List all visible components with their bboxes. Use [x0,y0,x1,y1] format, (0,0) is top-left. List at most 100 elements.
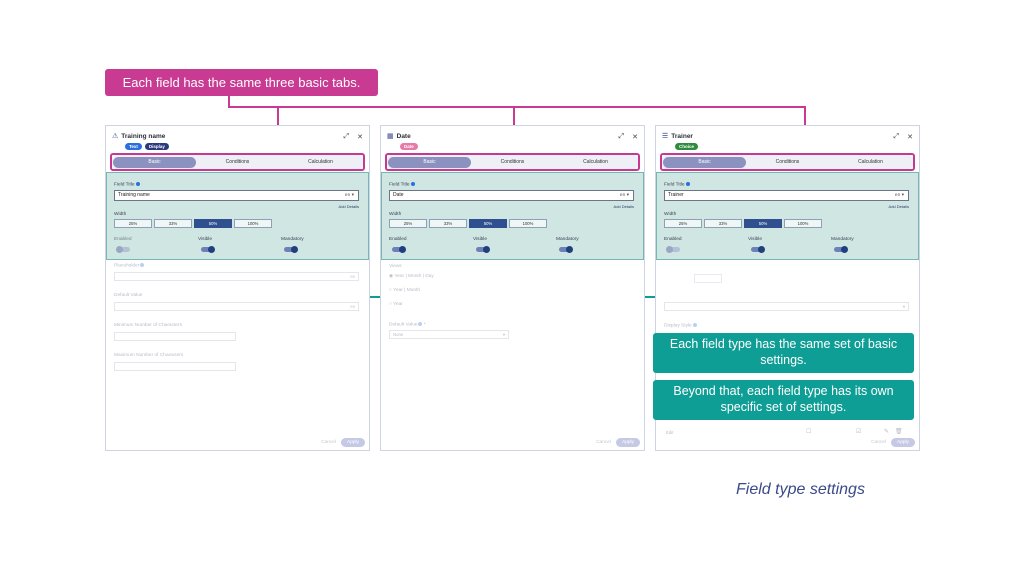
choice-select[interactable]: ▾ [664,302,909,311]
field-panel-training-name: ⚠ Training name Text Display ⤢ ✕ Basic C… [105,125,370,451]
max-chars-label: Maximum Number of Characters [114,353,184,358]
width-25-button[interactable]: 25% [389,219,427,228]
enabled-label: Enabled [114,237,132,242]
visible-toggle[interactable] [751,246,765,253]
width-100-button[interactable]: 100% [784,219,822,228]
close-icon[interactable]: ✕ [907,134,913,141]
width-100-button[interactable]: 100% [234,219,272,228]
width-33-button[interactable]: 33% [704,219,742,228]
tab-calculation[interactable]: Calculation [858,158,883,165]
add-details-link[interactable]: Add Details [888,204,909,209]
calendar-icon: ▦ [387,133,394,140]
field-title-label: Field Title [389,182,415,187]
apply-button[interactable]: Apply [616,438,640,447]
row-checked-checkbox[interactable]: ☑ [856,429,862,435]
mandatory-toggle[interactable] [284,246,298,253]
enabled-toggle[interactable] [116,246,130,253]
info-icon [685,182,690,186]
default-value-input[interactable]: en [114,302,359,311]
close-icon[interactable]: ✕ [357,134,363,141]
tab-calculation[interactable]: Calculation [308,158,333,165]
apply-button[interactable]: Apply [341,438,365,447]
add-details-link[interactable]: Add Details [338,204,359,209]
basic-settings-highlight: Field Title Trainer en ▾ Add Details Wid… [656,172,919,260]
visible-label: Visible [473,237,488,242]
tabs-callout: Each field has the same three basic tabs… [105,69,378,96]
min-chars-input[interactable] [114,332,236,341]
add-details-link[interactable]: Add Details [613,204,634,209]
width-options: 25% 33% 50% 100% [114,219,272,228]
specific-settings-callout: Beyond that, each field type has its own… [653,380,914,420]
type-badges: Text Display [125,143,169,150]
width-33-button[interactable]: 33% [429,219,467,228]
row-checkbox[interactable]: ☐ [806,429,812,435]
field-panel-trainer: ☰ Trainer Choice ⤢ ✕ Basic Conditions Ca… [655,125,920,451]
placeholder-input[interactable]: en [114,272,359,281]
width-100-button[interactable]: 100% [509,219,547,228]
tab-calculation[interactable]: Calculation [583,158,608,165]
width-50-button[interactable]: 50% [744,219,782,228]
width-options: 25% 33% 50% 100% [389,219,547,228]
panel-title: ⚠ Training name [112,132,166,141]
view-option-ym[interactable]: ○ Year | Month [389,288,421,293]
width-25-button[interactable]: 25% [664,219,702,228]
tab-conditions[interactable]: Conditions [775,158,800,165]
choice-option-chip[interactable] [694,274,722,283]
tab-conditions[interactable]: Conditions [500,158,525,165]
visible-toggle[interactable] [476,246,490,253]
language-select[interactable]: en ▾ [344,193,354,198]
enabled-label: Enabled [664,237,682,242]
max-chars-input[interactable] [114,362,236,371]
width-label: Width [389,212,402,217]
basic-settings-callout: Each field type has the same set of basi… [653,333,914,373]
width-25-button[interactable]: 25% [114,219,152,228]
width-33-button[interactable]: 33% [154,219,192,228]
width-50-button[interactable]: 50% [469,219,507,228]
panel-title: ☰ Trainer [662,132,693,141]
mandatory-toggle[interactable] [834,246,848,253]
expand-icon[interactable]: ⤢ [893,133,900,140]
panel-title: ▦ Date [387,132,411,141]
cancel-button[interactable]: Cancel [321,440,336,445]
expand-icon[interactable]: ⤢ [343,133,350,140]
width-50-button[interactable]: 50% [194,219,232,228]
cancel-button[interactable]: Cancel [871,440,886,445]
view-option-y[interactable]: ○ Year [389,302,403,307]
info-icon [410,182,415,186]
mandatory-label: Mandatory [556,237,579,242]
width-options: 25% 33% 50% 100% [664,219,822,228]
cancel-button[interactable]: Cancel [596,440,611,445]
type-badge: Display [144,143,169,150]
close-icon[interactable]: ✕ [632,134,638,141]
language-select[interactable]: en ▾ [894,193,904,198]
tab-basic[interactable]: Basic [113,156,196,168]
tab-basic[interactable]: Basic [663,156,746,168]
tab-conditions[interactable]: Conditions [225,158,250,165]
placeholder-label: Placeholder [114,263,145,268]
tab-basic[interactable]: Basic [388,156,471,168]
text-field-icon: ⚠ [112,133,119,140]
expand-icon[interactable]: ⤢ [618,133,625,140]
panel-tabs: Basic Conditions Calculation [386,154,639,170]
view-option-ymd[interactable]: ◉ Year | Month | Day [389,274,434,279]
edit-icon[interactable]: ✎ [884,429,890,435]
field-title-label: Field Title [114,182,140,187]
type-badges: Date [400,143,418,150]
type-badges: Choice [675,143,699,150]
default-value-select[interactable]: None▾ [389,330,509,339]
apply-button[interactable]: Apply [891,438,915,447]
delete-icon[interactable]: 🗑 [895,429,903,435]
mandatory-toggle[interactable] [559,246,573,253]
field-title-input[interactable]: Training name en ▾ [114,190,359,201]
width-label: Width [664,212,677,217]
visible-toggle[interactable] [201,246,215,253]
field-title-input[interactable]: Trainer en ▾ [664,190,909,201]
language-select[interactable]: en ▾ [619,193,629,198]
display-style-label: Display Style [664,323,697,328]
enabled-toggle[interactable] [666,246,680,253]
option-row-label: Edit [666,430,674,435]
field-title-input[interactable]: Date en ▾ [389,190,634,201]
enabled-toggle[interactable] [392,246,406,253]
enabled-label: Enabled [389,237,407,242]
views-label: Views [389,264,402,269]
